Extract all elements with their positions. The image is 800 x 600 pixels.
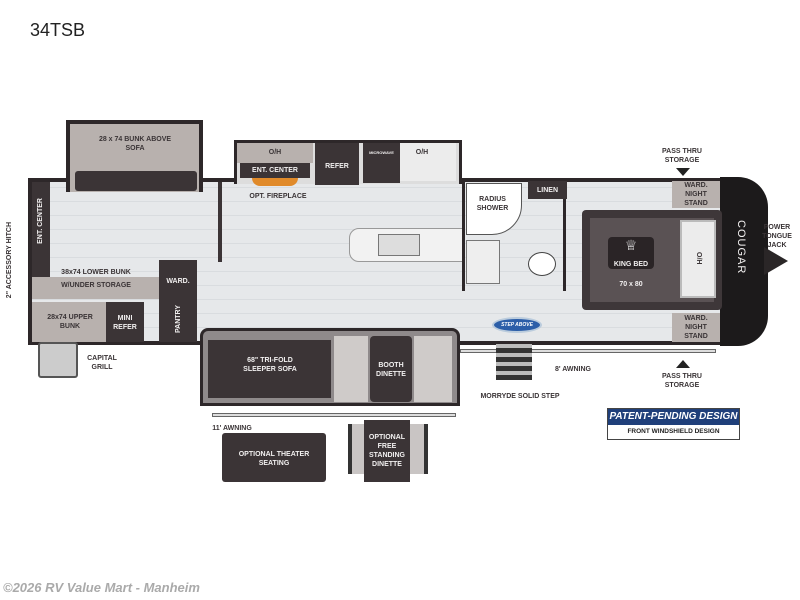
- pass-thru-bottom-label: PASS THRU STORAGE: [662, 373, 702, 389]
- fireplace-label: OPT. FIREPLACE: [249, 193, 307, 200]
- booth-table: [370, 336, 412, 402]
- king-bed-label: KING BED: [613, 261, 649, 268]
- step-label: MORRYDE SOLID STEP: [480, 393, 560, 400]
- booth-label: BOOTH DINETTE: [376, 362, 406, 378]
- bed-size-label: 70 x 80: [619, 281, 643, 288]
- refrigerator: [315, 143, 359, 185]
- booth-seat-left: [334, 336, 368, 402]
- radius-shower-label: RADIUS SHOWER: [476, 196, 509, 212]
- bathroom: [462, 181, 566, 291]
- oh-label: O/H: [268, 149, 282, 156]
- theater-seating: [222, 433, 326, 482]
- ward-label: WARD.: [166, 278, 190, 285]
- upper-bunk: [32, 302, 106, 342]
- oh-label-2: O/H: [415, 149, 429, 156]
- microwave-label: MICROWAVE: [369, 150, 394, 155]
- bed-overhead: [680, 220, 716, 298]
- under-storage-label: W/UNDER STORAGE: [61, 282, 131, 289]
- tongue-jack-label: POWER TONGUE JACK: [762, 224, 792, 249]
- pantry: [159, 300, 197, 342]
- wardrobe: [159, 260, 197, 300]
- overhead-cabinet: [237, 143, 313, 163]
- upper-bunk-label: 28x74 UPPER BUNK: [47, 314, 93, 330]
- wardrobe-top: [672, 181, 720, 208]
- linen-label: LINEN: [537, 187, 558, 194]
- accessory-hitch-label: 2" ACCESSORY HITCH: [6, 222, 13, 299]
- refer-label: REFER: [325, 163, 349, 170]
- stepabove-logo: STEP ABOVE: [492, 317, 542, 333]
- lower-bunk: [32, 277, 160, 299]
- patent-logo-title: PATENT-PENDING DESIGN: [608, 409, 739, 425]
- lower-bunk-label: 38x74 LOWER BUNK: [61, 269, 131, 276]
- bunk-above-sofa-label: 28 x 74 BUNK ABOVE SOFA: [98, 136, 172, 152]
- microwave: [363, 143, 400, 183]
- sink-icon: [378, 234, 420, 256]
- mini-refer-label: MINI REFER: [113, 315, 137, 331]
- toilet-icon: [528, 252, 556, 276]
- linen-closet: [528, 181, 567, 199]
- patent-logo: PATENT-PENDING DESIGN FRONT WINDSHIELD D…: [607, 408, 740, 440]
- arrow-down-icon: [676, 168, 690, 176]
- ent-center-kitchen: [240, 163, 310, 178]
- crown-icon: ♕: [608, 237, 654, 269]
- patent-logo-subtitle: FRONT WINDSHIELD DESIGN: [627, 428, 720, 435]
- awning-11-label: 11' AWNING: [212, 425, 252, 432]
- overhead-cabinet-2: [400, 143, 456, 181]
- pass-thru-top-label: PASS THRU STORAGE: [662, 148, 702, 164]
- fireplace-icon: [252, 178, 298, 186]
- awning-11: [212, 413, 456, 417]
- bath-sink: [466, 240, 500, 284]
- wardrobe-bottom: [672, 313, 720, 342]
- brand-logo: COUGAR: [735, 220, 747, 275]
- ent-center-left: [32, 182, 50, 277]
- sleeper-sofa: [208, 340, 331, 398]
- capital-grill: [38, 342, 78, 378]
- booth-seat-right: [414, 336, 452, 402]
- capital-grill-label: CAPITAL GRILL: [87, 355, 117, 371]
- partition-wall: [218, 182, 222, 262]
- ent-center-left-label: ENT. CENTER: [37, 198, 44, 244]
- tongue-jack: [764, 247, 788, 275]
- watermark: ©2026 RV Value Mart - Manheim: [3, 580, 200, 595]
- front-cap: [720, 177, 768, 346]
- ward-top-label: WARD. NIGHT STAND: [684, 182, 708, 207]
- sofa-label: 68" TRI-FOLD SLEEPER SOFA: [243, 357, 297, 373]
- sofa-left: [75, 171, 197, 191]
- awning-8: [460, 349, 716, 353]
- radius-shower: [466, 183, 522, 235]
- entry-step: [496, 344, 532, 380]
- free-dinette-label: OPTIONAL FREE STANDING DINETTE: [368, 434, 406, 468]
- ward-bottom-label: WARD. NIGHT STAND: [684, 315, 708, 340]
- arrow-up-icon: [676, 360, 690, 368]
- ent-center-label: ENT. CENTER: [252, 167, 298, 174]
- free-dinette-table: [364, 420, 410, 482]
- theater-label: OPTIONAL THEATER SEATING: [238, 451, 310, 467]
- mini-refer: [106, 302, 144, 342]
- pantry-label: PANTRY: [175, 305, 182, 333]
- stepabove-logo-text: STEP ABOVE: [501, 322, 533, 328]
- model-title: 34TSB: [30, 20, 86, 40]
- bed-oh-label: O/H: [695, 252, 702, 265]
- awning-8-label: 8' AWNING: [554, 366, 592, 373]
